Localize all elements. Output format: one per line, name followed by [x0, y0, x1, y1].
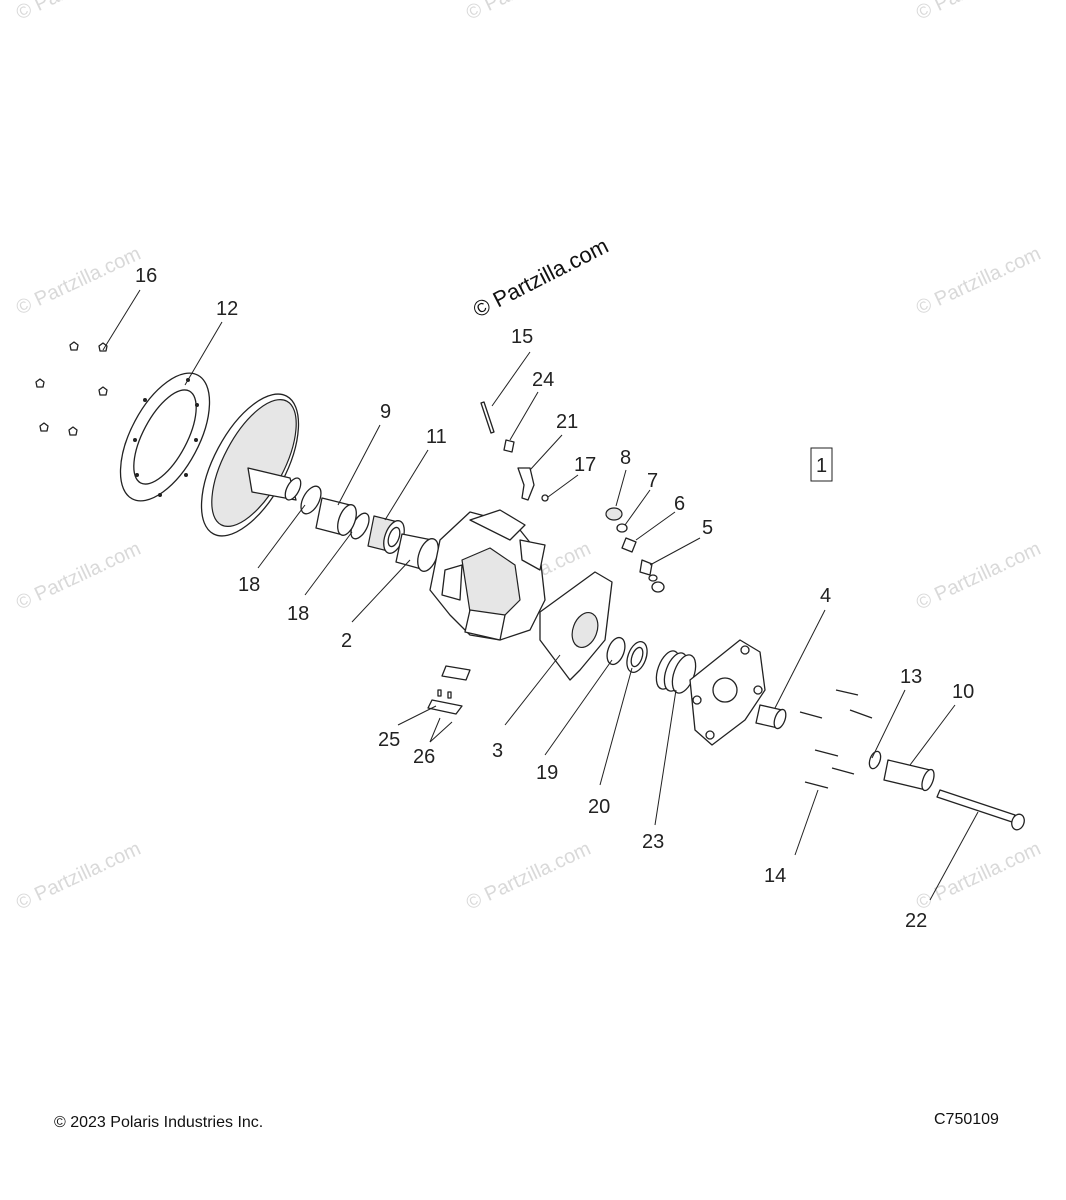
parts: [35, 341, 1025, 831]
part-20-washer-inner: [630, 646, 644, 668]
part-21-weight: [517, 467, 535, 501]
callout-19: 19: [536, 762, 558, 784]
part-16-screws: [35, 341, 108, 436]
part-18-oring-a: [300, 485, 322, 515]
watermark-faint: © Partzilla.com: [463, 0, 594, 25]
watermark-faint: © Partzilla.com: [913, 538, 1044, 615]
callout-23: 23: [642, 831, 664, 853]
part-15-pin: [480, 401, 495, 434]
part-24-setscrew: [503, 439, 515, 453]
assembly-callout-label: 1: [816, 455, 827, 477]
part-cover-plate: [689, 639, 766, 746]
callout-21: 21: [556, 411, 578, 433]
part-25-plate: [427, 665, 471, 715]
callout-7: 7: [647, 470, 658, 492]
callout-16: 16: [135, 265, 157, 287]
part-8-button: [605, 507, 623, 521]
part-2-bushing: [395, 533, 439, 572]
part-17-ball: [541, 494, 549, 502]
watermark-faint: © Partzilla.com: [13, 0, 144, 25]
watermark-faint: © Partzilla.com: [913, 243, 1044, 320]
figure-code: C750109: [934, 1111, 999, 1128]
callout-12: 12: [216, 298, 238, 320]
callout-4: 4: [820, 585, 831, 607]
part-14-bolts: [799, 689, 873, 789]
part-3-spider: [539, 571, 613, 681]
callout-20: 20: [588, 796, 610, 818]
watermark-main: © Partzilla.com: [469, 233, 612, 323]
callout-18a: 18: [238, 574, 260, 596]
callout-10: 10: [952, 681, 974, 703]
callout-11: 11: [426, 426, 447, 448]
callout-8: 8: [620, 447, 631, 469]
callout-24: 24: [532, 369, 554, 391]
part-13-oring: [868, 750, 882, 770]
callout-17: 17: [574, 454, 596, 476]
callout-3: 3: [492, 740, 503, 762]
watermark-faint: © Partzilla.com: [13, 838, 144, 915]
part-7-washer: [616, 523, 628, 533]
watermark-faint: © Partzilla.com: [13, 538, 144, 615]
part-9-bushing: [315, 497, 357, 536]
watermark-faint: © Partzilla.com: [913, 0, 1044, 25]
watermark-faint: © Partzilla.com: [13, 243, 144, 320]
part-clutch-housing: [429, 509, 546, 641]
assembly-callout-box: 1: [810, 447, 833, 482]
part-22-long-bolt: [936, 789, 1025, 831]
part-10-sleeve: [883, 759, 935, 792]
part-11-bearing: [367, 515, 405, 554]
watermark-faint: © Partzilla.com: [913, 838, 1044, 915]
callout-25: 25: [378, 729, 400, 751]
callout-5: 5: [702, 517, 713, 539]
copyright-text: © 2023 Polaris Industries Inc.: [54, 1114, 263, 1131]
callout-2: 2: [341, 630, 352, 652]
part-6-spring: [621, 537, 637, 553]
part-sheave-disc: [200, 393, 302, 537]
callout-15: 15: [511, 326, 533, 348]
callout-6: 6: [674, 493, 685, 515]
watermark-faint: © Partzilla.com: [463, 838, 594, 915]
callout-14: 14: [764, 865, 786, 887]
leader-lines: [102, 289, 979, 901]
callout-9: 9: [380, 401, 391, 423]
callout-labels: 16 12 9 11 18 18 2 15 24 21 17 8 7 6 5 4…: [135, 265, 974, 932]
callout-26: 26: [413, 746, 435, 768]
part-19-washer: [606, 636, 626, 666]
callout-22: 22: [905, 910, 927, 932]
part-4-bushing: [755, 704, 787, 730]
part-5-cap: [639, 559, 653, 576]
part-5-washer: [648, 574, 658, 582]
part-23-spring: [655, 650, 697, 694]
callout-13: 13: [900, 666, 922, 688]
part-5-button: [651, 581, 665, 593]
callout-18b: 18: [287, 603, 309, 625]
